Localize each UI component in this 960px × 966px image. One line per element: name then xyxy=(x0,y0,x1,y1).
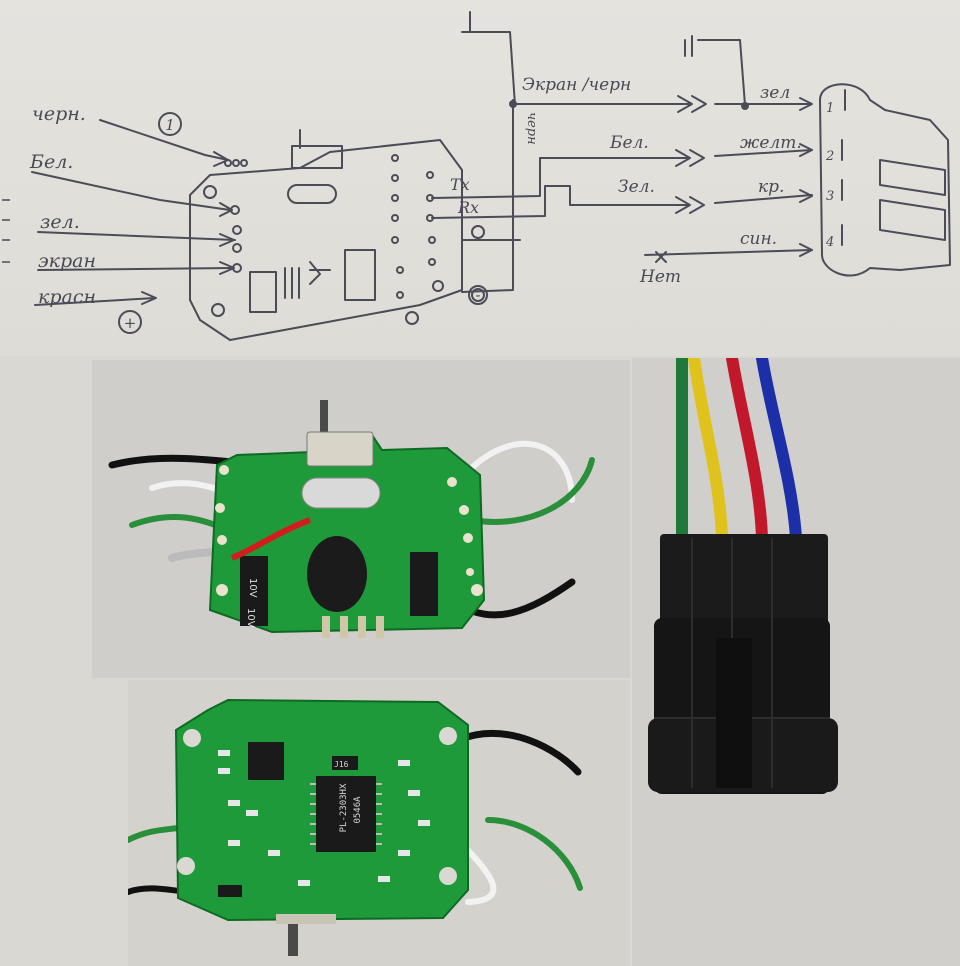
wire-black-bottom xyxy=(454,729,582,776)
wire-white-right xyxy=(457,440,575,503)
label-left-wire-3: зел. xyxy=(40,211,80,233)
cap-mark-2: 10V xyxy=(245,608,256,628)
usb-serial-chip xyxy=(316,776,376,852)
label-left-wire-5: красн xyxy=(38,286,96,308)
crystal-oscillator xyxy=(301,477,381,509)
small-chip xyxy=(248,742,284,780)
capacitor-right xyxy=(410,552,438,616)
label-left-wire-4: экран xyxy=(38,250,96,272)
marker-one: 1 xyxy=(165,116,175,134)
connector-pin-3: 3 xyxy=(826,189,834,204)
wire-black-left xyxy=(108,454,236,469)
board-top-photo: 10V 10V xyxy=(92,360,630,678)
crystal-outline xyxy=(287,184,337,204)
label-middle-wire-1: Экран /черн xyxy=(522,75,631,95)
connector-sketch xyxy=(819,83,951,277)
inductor xyxy=(307,536,367,612)
wiring-sketch: черн. Бел. зел. экран красн Tx Rx Экран … xyxy=(0,0,960,356)
board-bottom-photo: PL-2303HX 0546A J16 xyxy=(128,680,630,966)
connector-top-part xyxy=(660,534,828,624)
marker-plus: + xyxy=(124,314,137,332)
label-connector-wire-3: кр. xyxy=(758,177,784,197)
connector-pin-4: 4 xyxy=(825,235,834,250)
label-rx: Rx xyxy=(457,198,479,217)
capacitor-left xyxy=(240,556,268,626)
label-left-wire-2: Бел. xyxy=(29,151,73,173)
wire-red-jumper xyxy=(230,517,312,561)
label-left-wire-1: черн. xyxy=(32,103,86,125)
switch-outline xyxy=(291,145,343,169)
cap-mark-1: 10V xyxy=(247,578,258,598)
label-middle-wire-3: Зел. xyxy=(618,177,655,197)
connector-wire-red xyxy=(726,358,768,544)
marker-minus: - xyxy=(475,286,480,304)
connector-pin-2: 2 xyxy=(825,149,834,164)
chip-label-1: PL-2303HX xyxy=(339,783,349,832)
connector-wire-yellow xyxy=(688,358,728,544)
sketch-drawing: черн. Бел. зел. экран красн Tx Rx Экран … xyxy=(2,11,951,341)
connector-wire-blue xyxy=(756,358,802,544)
small-chip-label: J16 xyxy=(334,760,349,769)
label-connector-wire-2: желт. xyxy=(740,133,802,153)
label-vertical-wire: черн xyxy=(524,112,539,145)
chip-label-2: 0546A xyxy=(353,796,363,824)
wire-green-bottom xyxy=(485,817,583,891)
label-middle-wire-2: Бел. xyxy=(609,133,649,153)
slide-switch xyxy=(306,431,374,467)
label-not-connected: Нет xyxy=(639,267,681,287)
connector-pin-1: 1 xyxy=(826,101,834,116)
label-connector-wire-4: син. xyxy=(740,229,777,249)
label-tx: Tx xyxy=(450,175,470,194)
connector-photo xyxy=(632,358,960,966)
wire-green-right xyxy=(469,457,595,525)
board-outline xyxy=(189,139,463,341)
label-connector-wire-1: зел xyxy=(760,83,790,103)
